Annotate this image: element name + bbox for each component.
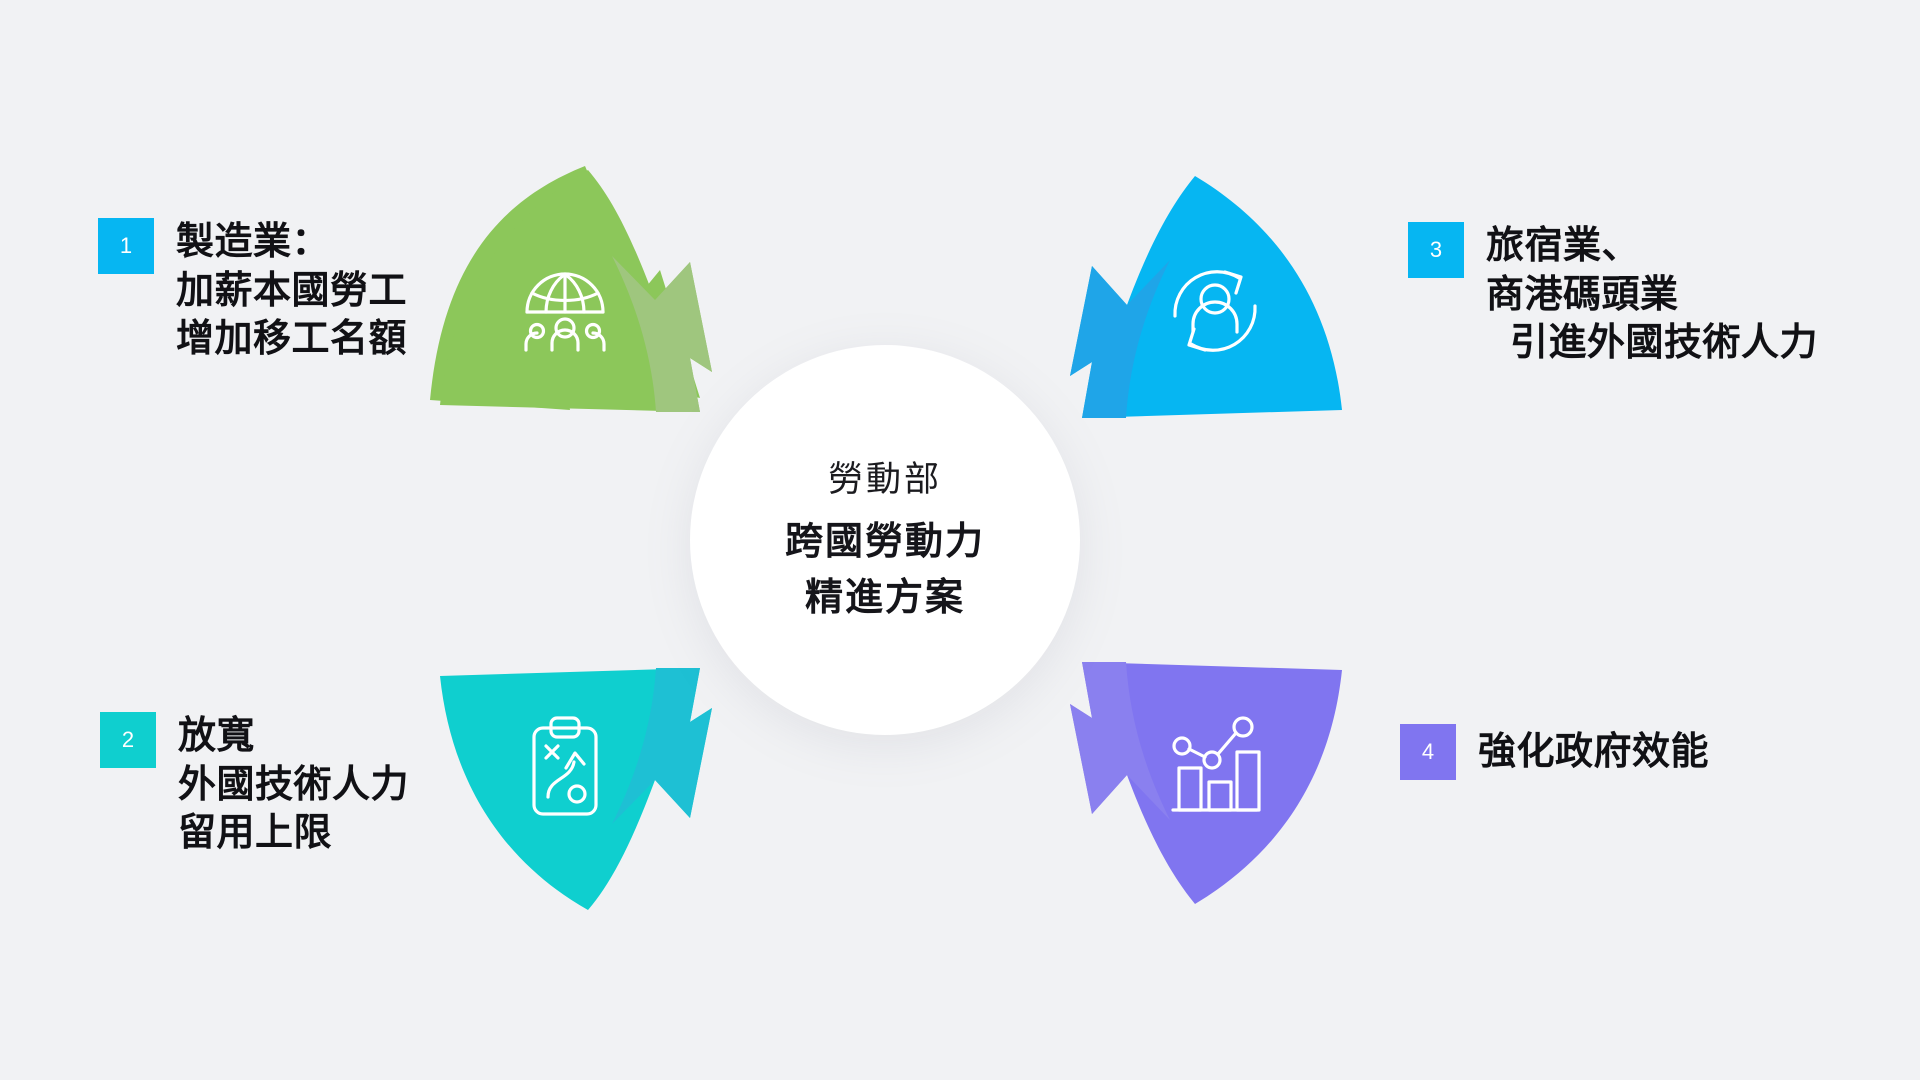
center-title-line-2: 跨國勞動力 [784,521,985,564]
arrow-segment-3-fan [1070,176,1342,418]
arrow-segment-4-shadow [1070,662,1170,820]
label-item-1[interactable]: 1 製造業： 加薪本國勞工 增加移工名額 [98,218,407,364]
label-badge-4: 4 [1400,724,1456,780]
label-1-line-3: 增加移工名額 [176,318,408,361]
arrow-segment-2-shadow [612,668,712,824]
label-badge-1: 1 [98,218,154,274]
label-badge-3: 3 [1408,222,1464,278]
label-2-line-3: 留用上限 [178,812,333,855]
label-item-3[interactable]: 3 旅宿業、 商港碼頭業 引進外國技術人力 [1408,222,1818,368]
label-1-line-2: 加薪本國勞工 [176,269,408,312]
clipboard-strategy-icon [532,716,598,816]
label-3-line-3: 引進外國技術人力 [1510,322,1819,365]
arrow-segment-4[interactable] [1070,662,1342,904]
label-badge-2: 2 [100,712,156,768]
arrow-segment-2[interactable] [440,668,712,910]
label-text-3: 旅宿業、 商港碼頭業 引進外國技術人力 [1486,222,1818,368]
arrow-segment-4-fan [1070,662,1342,904]
label-text-4: 強化政府效能 [1478,724,1709,780]
label-item-4[interactable]: 4 強化政府效能 [1400,724,1709,780]
label-2-line-1: 放寬 [178,715,256,757]
arrow-segment-1[interactable] [430,166,712,412]
label-item-2[interactable]: 2 放寬 外國技術人力 留用上限 [100,712,409,858]
bar-chart-trend-icon [1171,716,1261,812]
center-title-line-1: 勞動部 [827,459,942,499]
arrow-segment-1-fan [440,170,712,412]
label-3-line-2: 商港碼頭業 [1486,273,1679,316]
label-3-line-1: 旅宿業、 [1486,225,1641,267]
arrow-segment-3[interactable] [1070,176,1342,418]
label-2-line-2: 外國技術人力 [178,763,410,806]
label-text-1: 製造業： 加薪本國勞工 增加移工名額 [176,218,407,364]
arrow-segment-1-shadow [612,256,712,412]
label-1-line-1: 製造業： [176,221,331,263]
center-circle: 勞動部 跨國勞動力 精進方案 [690,345,1080,735]
arrow-segment-2-fan [440,668,712,910]
globe-people-icon [524,272,606,352]
center-title-line-3: 精進方案 [804,577,965,620]
label-4-line-1: 強化政府效能 [1478,730,1710,773]
arrow-segment-3-shadow [1070,260,1170,418]
person-refresh-icon [1173,270,1257,352]
label-text-2: 放寬 外國技術人力 留用上限 [178,712,409,858]
